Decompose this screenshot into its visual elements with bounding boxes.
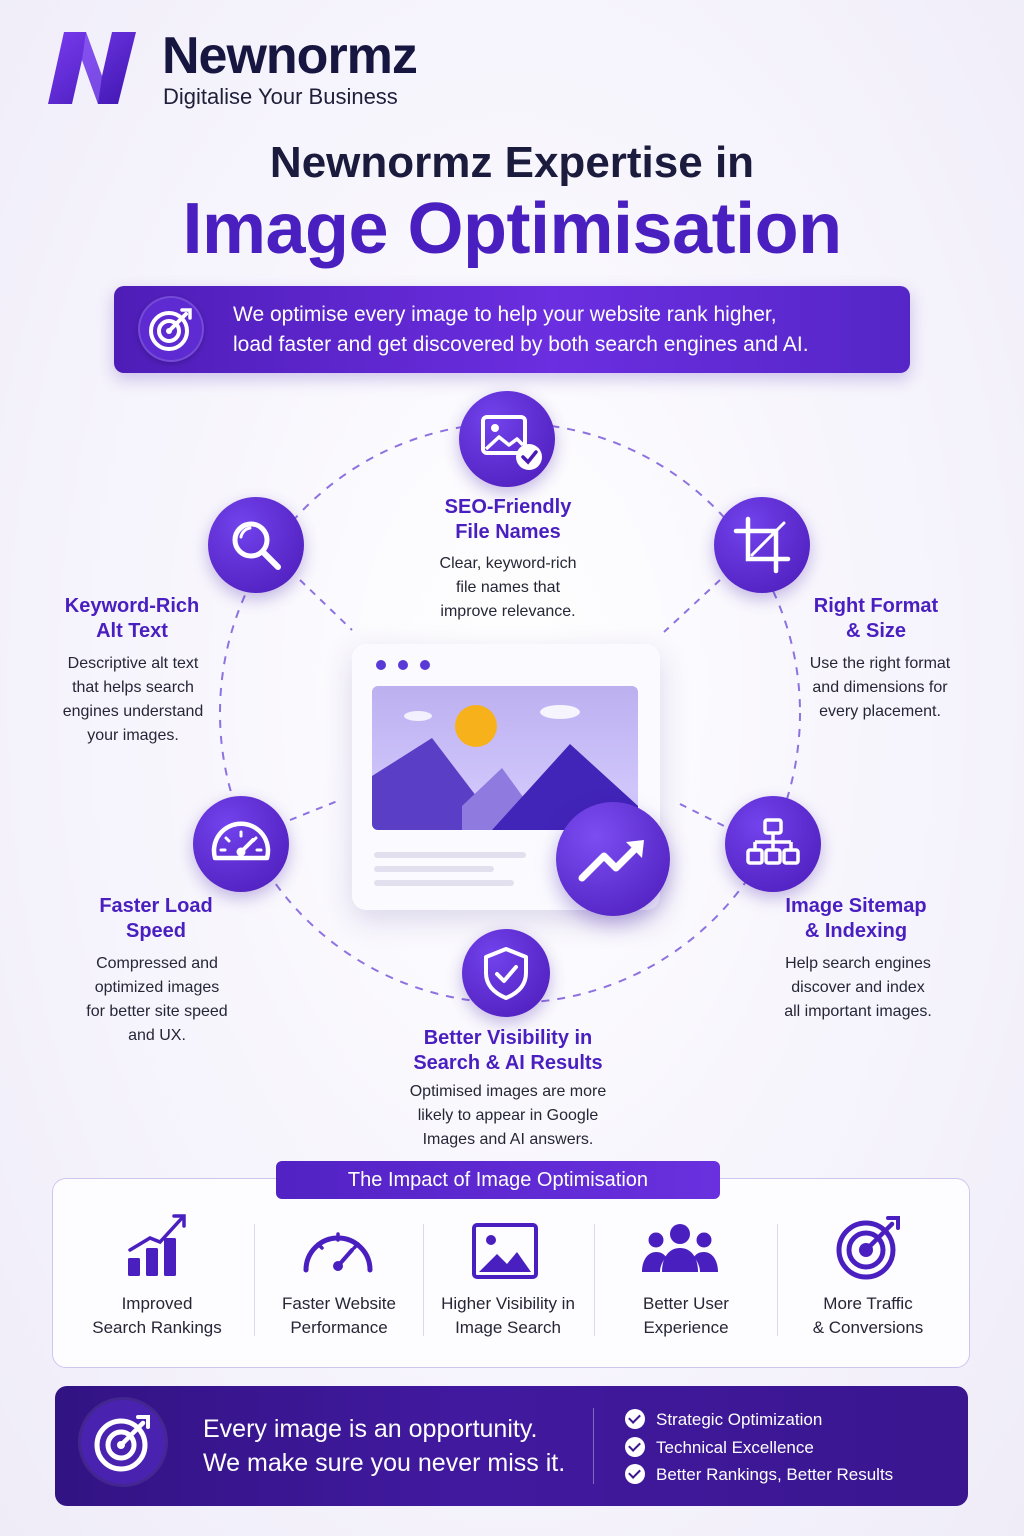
intro-banner: We optimise every image to help your web… — [114, 286, 910, 373]
search-icon — [208, 497, 304, 593]
sitemap-icon — [725, 796, 821, 892]
footer-line1: Every image is an opportunity. — [203, 1415, 538, 1443]
text-line-placeholder — [374, 880, 514, 886]
divider — [254, 1224, 255, 1336]
text-line-placeholder — [374, 866, 494, 872]
impact-panel — [52, 1178, 970, 1368]
divider — [593, 1408, 594, 1484]
footer-banner: Every image is an opportunity. We make s… — [55, 1386, 968, 1506]
feature-title-sitemap: Image Sitemap& Indexing — [785, 895, 927, 942]
check-circle-icon — [625, 1464, 645, 1484]
window-dot — [376, 660, 386, 670]
trending-up-icon — [556, 802, 670, 916]
check-circle-icon — [625, 1409, 645, 1429]
page-title-line2: Image Optimisation — [182, 189, 842, 269]
divider — [423, 1224, 424, 1336]
page-title-line1: Newnormz Expertise in — [269, 138, 755, 187]
target-icon — [138, 296, 204, 362]
check-circle-icon — [625, 1436, 645, 1457]
checklist-item: Strategic Optimization — [625, 1406, 893, 1434]
impact-item-traffic: More Traffic& Conversions — [812, 1294, 924, 1337]
checklist-item: Technical Excellence — [625, 1434, 893, 1462]
speedometer-icon — [193, 796, 289, 892]
brand-name: Newnormz — [162, 27, 418, 85]
crop-icon — [714, 497, 810, 593]
divider — [777, 1224, 778, 1336]
target-icon — [836, 1216, 900, 1280]
intro-text-line2: load faster and get discovered by both s… — [233, 333, 809, 356]
divider — [594, 1224, 595, 1336]
brand-tagline: Digitalise Your Business — [163, 84, 398, 109]
newnormz-logo-icon — [48, 32, 136, 104]
users-icon — [642, 1224, 718, 1272]
footer-line2: We make sure you never miss it. — [203, 1449, 566, 1477]
impact-heading: The Impact of Image Optimisation — [276, 1161, 720, 1199]
text-line-placeholder — [374, 852, 526, 858]
target-icon — [81, 1400, 165, 1484]
window-dot — [398, 660, 408, 670]
image-icon — [472, 1223, 538, 1279]
speedometer-icon — [303, 1232, 373, 1273]
feature-title-format: Right Format& Size — [813, 595, 939, 642]
image-check-icon — [459, 391, 555, 487]
footer-checklist: Strategic Optimization Technical Excelle… — [625, 1406, 893, 1489]
intro-text-line1: We optimise every image to help your web… — [233, 303, 777, 326]
bar-chart-icon — [128, 1214, 186, 1276]
checklist-item: Better Rankings, Better Results — [625, 1461, 893, 1489]
window-dot — [420, 660, 430, 670]
shield-check-icon — [462, 929, 550, 1017]
